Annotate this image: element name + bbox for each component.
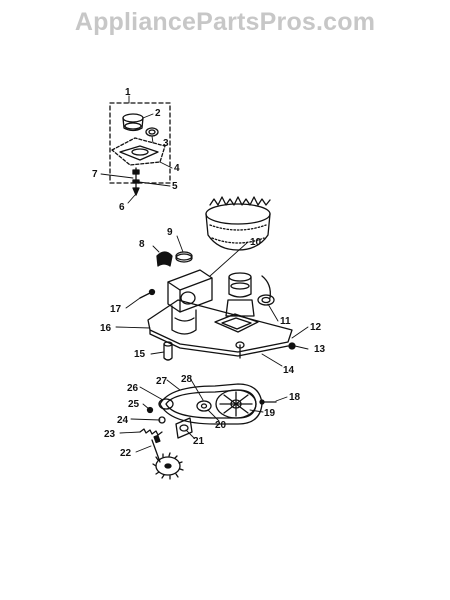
callout-17: 17 bbox=[110, 304, 122, 315]
inset-assembly bbox=[109, 102, 171, 196]
callout-4: 4 bbox=[174, 163, 180, 174]
callout-15: 15 bbox=[134, 349, 146, 360]
callout-labels: 1 2 3 4 5 6 7 8 9 10 11 12 13 14 15 16 1… bbox=[92, 87, 326, 459]
site-watermark: AppliancePartsPros.com bbox=[74, 8, 376, 36]
clip-8 bbox=[156, 251, 173, 267]
callout-19: 19 bbox=[264, 408, 276, 419]
callout-3: 3 bbox=[163, 138, 169, 149]
callout-11: 11 bbox=[280, 316, 291, 327]
callout-2: 2 bbox=[155, 108, 161, 119]
callout-12: 12 bbox=[310, 322, 322, 333]
callout-5: 5 bbox=[172, 181, 178, 192]
pump-coupling bbox=[225, 272, 275, 317]
callout-22: 22 bbox=[120, 448, 132, 459]
callout-13: 13 bbox=[314, 344, 326, 355]
callout-8: 8 bbox=[139, 239, 145, 250]
callout-16: 16 bbox=[100, 323, 112, 334]
transmission bbox=[205, 196, 271, 251]
callout-23: 23 bbox=[104, 429, 116, 440]
ring-9 bbox=[175, 251, 193, 263]
callout-20: 20 bbox=[215, 420, 227, 431]
screw-17 bbox=[139, 288, 156, 299]
callout-10: 10 bbox=[250, 237, 262, 248]
callout-28: 28 bbox=[181, 374, 193, 385]
motor bbox=[167, 269, 213, 335]
callout-7: 7 bbox=[92, 169, 98, 180]
callout-9: 9 bbox=[167, 227, 173, 238]
callout-26: 26 bbox=[127, 383, 139, 394]
callout-25: 25 bbox=[128, 399, 140, 410]
callout-18: 18 bbox=[289, 392, 301, 403]
spacer bbox=[163, 341, 173, 361]
callout-14: 14 bbox=[283, 365, 295, 376]
motor-mount-plate bbox=[147, 299, 296, 359]
callout-1: 1 bbox=[125, 87, 131, 98]
drive-belt-assembly bbox=[139, 383, 277, 480]
callout-6: 6 bbox=[119, 202, 125, 213]
callout-21: 21 bbox=[193, 436, 205, 447]
callout-27: 27 bbox=[156, 376, 168, 387]
callout-24: 24 bbox=[117, 415, 129, 426]
leader-lines bbox=[100, 95, 309, 453]
